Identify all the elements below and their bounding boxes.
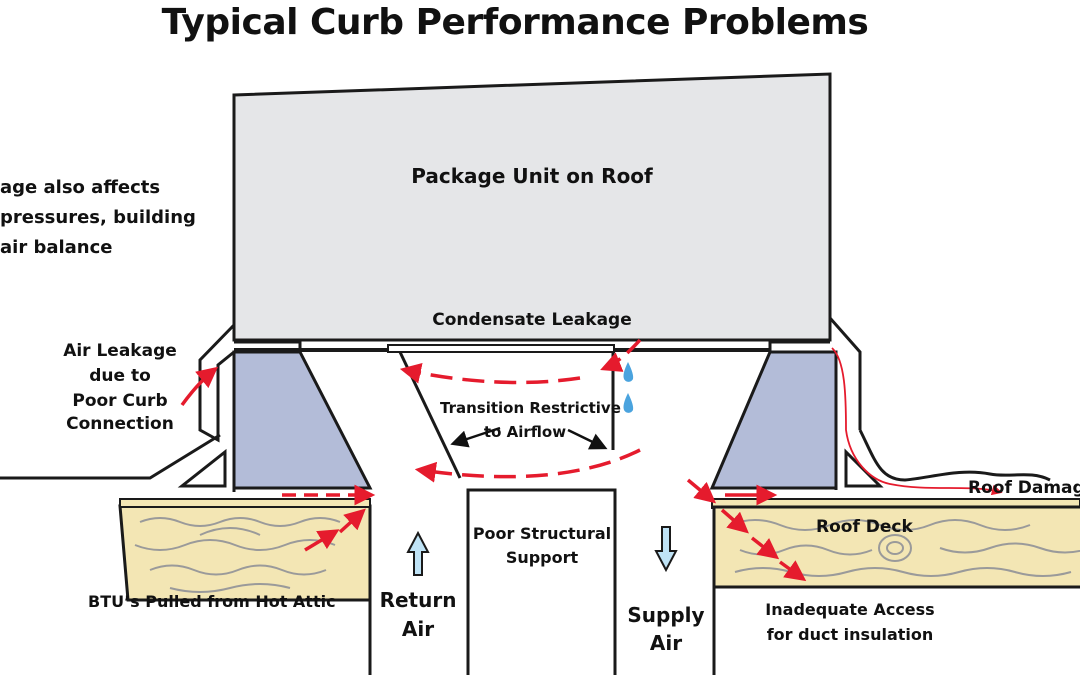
inadequate-access-label-2: for duct insulation bbox=[766, 625, 934, 644]
transition-pointer-right bbox=[567, 428, 608, 450]
air-leak-arrows bbox=[180, 338, 807, 582]
structural-support-label-1: Poor Structural bbox=[472, 524, 612, 543]
air-leakage-label-2: due to bbox=[89, 366, 151, 386]
right-wood-deck bbox=[711, 498, 1080, 589]
roof-deck-label: Roof Deck bbox=[816, 517, 913, 537]
inadequate-access-label-1: Inadequate Access bbox=[765, 600, 935, 619]
side-note-line-1: age also affects bbox=[0, 177, 161, 198]
water-drip-icon bbox=[623, 362, 634, 382]
btu-attic-label: BTU’s Pulled from Hot Attic bbox=[88, 592, 336, 611]
roof-damage-label: Roof Damag bbox=[968, 478, 1080, 498]
air-leakage-label-4: Connection bbox=[66, 414, 174, 434]
diagram-title: Typical Curb Performance Problems bbox=[161, 2, 869, 43]
supply-air-label-2: Air bbox=[649, 631, 683, 655]
air-leakage-label-3: Poor Curb bbox=[72, 391, 168, 411]
transition-label-2: to Airflow bbox=[483, 423, 567, 441]
side-note-line-3: air balance bbox=[0, 237, 113, 258]
transition-pointer-left bbox=[450, 426, 501, 448]
return-air-label-1: Return bbox=[379, 588, 457, 612]
transition-label-1: Transition Restrictive bbox=[440, 399, 621, 417]
right-curb bbox=[709, 317, 1051, 490]
air-leakage-label-1: Air Leakage bbox=[63, 341, 177, 361]
structural-support-label-2: Support bbox=[505, 548, 579, 567]
package-unit-label: Package Unit on Roof bbox=[411, 164, 653, 188]
roof-damage-flow-line bbox=[831, 347, 1003, 496]
condensate-pan bbox=[387, 344, 615, 353]
return-air-up-arrow-icon bbox=[406, 530, 430, 576]
supply-air-label-1: Supply bbox=[627, 603, 705, 627]
side-note-line-2: pressures, building bbox=[0, 207, 196, 228]
left-wood-deck bbox=[118, 498, 372, 602]
water-drip-icon bbox=[623, 393, 634, 413]
package-unit-box bbox=[232, 72, 832, 342]
condensate-leakage-label: Condensate Leakage bbox=[432, 310, 632, 330]
return-air-label-2: Air bbox=[401, 617, 435, 641]
